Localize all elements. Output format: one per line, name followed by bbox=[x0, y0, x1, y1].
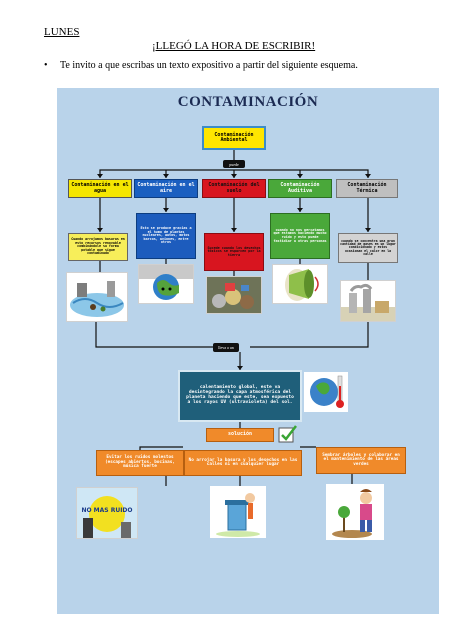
earth-smog-icon bbox=[139, 265, 193, 300]
planting-tree-icon bbox=[332, 489, 372, 538]
solution-garbage: No arrojar la basura y los desechos en l… bbox=[184, 450, 302, 476]
type-node-water: Contaminación en el agua bbox=[68, 179, 132, 198]
trash-can-illustration bbox=[210, 486, 266, 538]
soil-pollution-illustration bbox=[206, 276, 262, 314]
detail-thermal: cuando se concentra una gran cantidad de… bbox=[338, 233, 398, 263]
trash-can-icon bbox=[216, 493, 260, 537]
bullet-icon: • bbox=[44, 60, 48, 71]
detail-soil: Sucede cuando los desechos tóxicos se es… bbox=[204, 233, 264, 271]
solution-trees: Sembrar árboles y colaborar en el manten… bbox=[316, 447, 406, 474]
root-node: Contaminación Ambiental bbox=[202, 126, 266, 150]
earth-thermometer-illustration bbox=[304, 372, 348, 412]
type-node-noise: Contaminación Auditiva bbox=[268, 179, 332, 198]
garbage-pile-icon bbox=[207, 277, 261, 313]
solution-label: solución bbox=[206, 428, 274, 442]
air-pollution-illustration bbox=[138, 264, 194, 304]
thermal-pollution-illustration bbox=[340, 280, 396, 322]
connector-label-top: puede bbox=[223, 160, 245, 168]
water-pollution-illustration bbox=[66, 272, 128, 322]
type-node-air: Contaminación en el aire bbox=[134, 179, 198, 198]
no-noise-sign-illustration: NO MAS RUIDO bbox=[76, 487, 138, 539]
connector-label-mid: lleva a un bbox=[213, 343, 239, 352]
poster-title: CONTAMINACIÓN bbox=[177, 94, 319, 110]
detail-air: Esto se produce gracias a el humo de pla… bbox=[136, 213, 196, 259]
earth-thermometer-icon bbox=[310, 375, 344, 408]
solution-noise: Evitar los ruidos molestos (escapes abie… bbox=[96, 450, 184, 476]
planting-tree-illustration bbox=[326, 484, 384, 540]
water-drawing-icon bbox=[70, 281, 124, 317]
global-warming-node: calentamiento global, este va desintegra… bbox=[178, 370, 302, 422]
sign-text: NO MAS RUIDO bbox=[81, 507, 132, 514]
detail-noise: cuando no nos percatamos que estamos hac… bbox=[270, 213, 330, 259]
noise-pollution-illustration bbox=[272, 264, 328, 304]
loudspeaker-icon bbox=[285, 269, 319, 301]
checkmark-icon bbox=[278, 425, 297, 443]
no-noise-sign-icon: NO MAS RUIDO bbox=[77, 488, 137, 538]
type-node-thermal: Contaminación Térmica bbox=[336, 179, 398, 198]
page-title: ¡LLEGÓ LA HORA DE ESCRIBIR! bbox=[152, 40, 316, 52]
factory-icon bbox=[341, 283, 395, 321]
instruction-text: Te invito a que escribas un texto exposi… bbox=[60, 60, 358, 71]
detail-water: Cuando arrojamos basuras en esto recurso… bbox=[68, 233, 128, 261]
type-node-soil: Contaminación del suelo bbox=[202, 179, 266, 198]
day-heading: LUNES bbox=[44, 26, 80, 38]
